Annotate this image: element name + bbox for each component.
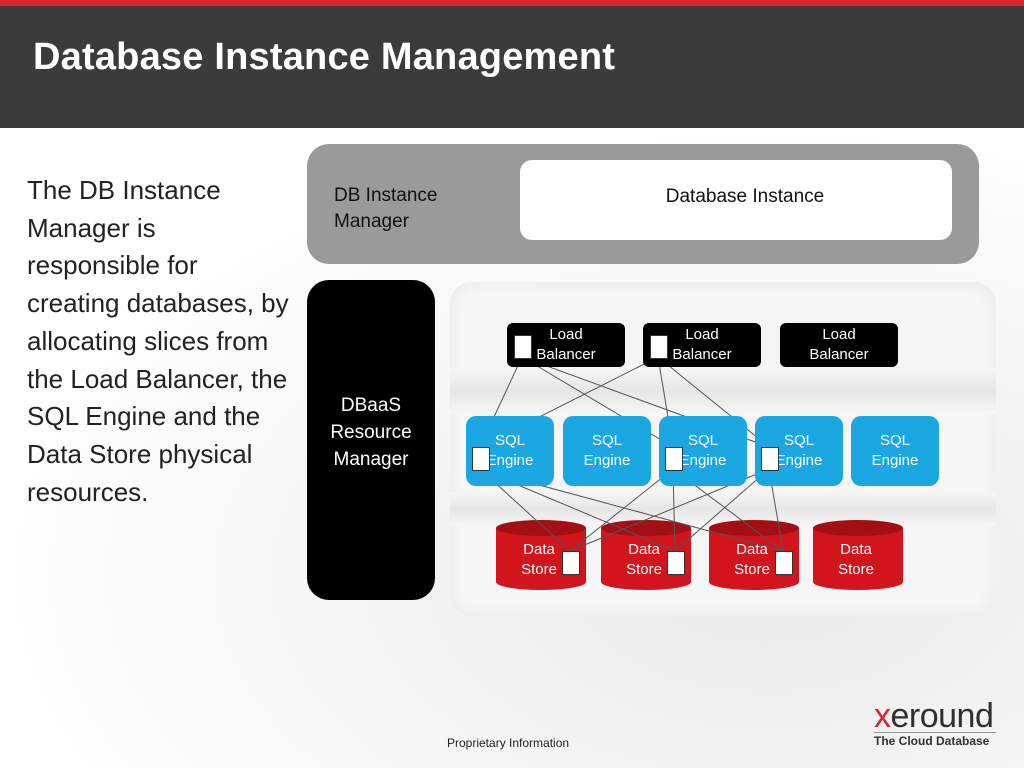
allocated-slice-marker xyxy=(514,335,532,359)
sql-engine-node: SQL Engine xyxy=(851,416,939,486)
allocated-slice-marker xyxy=(472,447,490,471)
allocation-wire xyxy=(674,468,770,552)
load-balancer-label: Load Balancer xyxy=(672,326,732,363)
dbaas-resource-manager-box xyxy=(307,280,435,600)
sql-engine-label: SQL Engine xyxy=(679,432,727,469)
allocation-wire xyxy=(569,468,674,552)
sql-engine-label: SQL Engine xyxy=(583,432,631,469)
dbaas-resource-manager-label: DBaaS Resource Manager xyxy=(330,395,412,470)
data-store-label: Data Store xyxy=(838,541,874,578)
allocation-wire xyxy=(657,356,770,448)
sql-engine-node: SQL Engine xyxy=(563,416,651,486)
db-instance-manager-label: DB Instance Manager xyxy=(334,185,438,232)
sql-engine-label: SQL Engine xyxy=(775,432,823,469)
load-balancer-label: Load Balancer xyxy=(536,326,596,363)
allocated-slice-marker xyxy=(667,551,685,575)
data-store-label: Data Store xyxy=(521,541,557,578)
load-balancer-node: Load Balancer xyxy=(643,323,761,367)
logo-tagline: The Cloud Database xyxy=(874,734,990,748)
sql-engine-label: SQL Engine xyxy=(871,432,919,469)
resource-pool-band xyxy=(450,368,996,414)
body-text: The DB Instance Manager is responsible f… xyxy=(27,175,289,507)
allocated-slice-marker xyxy=(775,551,793,575)
data-store-label: Data Store xyxy=(626,541,662,578)
sql-engine-label: SQL Engine xyxy=(486,432,534,469)
footer-text: Proprietary Information xyxy=(447,736,570,750)
accent-stripe xyxy=(0,0,1024,6)
logo-divider xyxy=(874,732,996,733)
database-instance-box xyxy=(520,160,952,240)
allocated-slice-marker xyxy=(761,447,779,471)
sql-engine-node: SQL Engine xyxy=(466,416,554,486)
load-balancer-label: Load Balancer xyxy=(809,326,869,363)
database-instance-label: Database Instance xyxy=(665,186,825,207)
slide-title: Database Instance Management xyxy=(33,36,616,78)
load-balancer-node: Load Balancer xyxy=(780,323,898,367)
allocated-slice-marker xyxy=(562,551,580,575)
load-balancer-node: Load Balancer xyxy=(507,323,625,367)
allocated-slice-marker xyxy=(650,335,668,359)
data-store-cylinder xyxy=(813,520,903,590)
title-bar xyxy=(0,6,1024,128)
data-store-label: Data Store xyxy=(734,541,770,578)
xeround-logo: xeround xyxy=(874,697,994,735)
allocated-slice-marker xyxy=(665,447,683,471)
